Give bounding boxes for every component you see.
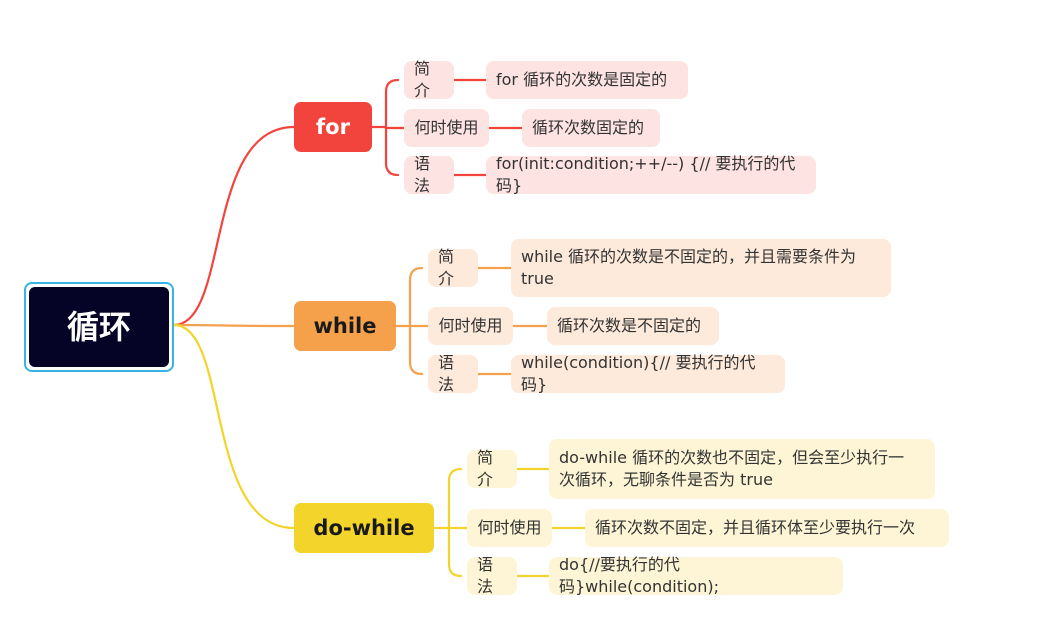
connector-root-for <box>172 125 296 327</box>
topic-detail-do-while-0[interactable]: do-while 循环的次数也不固定，但会至少执行一 次循环，无聊条件是否为 t… <box>549 439 935 499</box>
topic-label-do-while-2[interactable]: 语法 <box>467 555 517 596</box>
connector-root-do-while <box>172 323 296 530</box>
topic-detail-for-1[interactable]: 循环次数固定的 <box>522 109 660 147</box>
connector-spine-while <box>408 266 424 376</box>
topic-detail-while-0[interactable]: while 循环的次数是不固定的，并且需要条件为 true <box>511 239 891 297</box>
branch-node-while[interactable]: while <box>294 301 396 351</box>
topic-detail-do-while-2[interactable]: do{//要执行的代码}while(condition); <box>549 555 843 596</box>
topic-label-for-0[interactable]: 简介 <box>404 59 454 100</box>
root-title: 循环 <box>29 287 169 367</box>
topic-detail-while-1[interactable]: 循环次数是不固定的 <box>547 307 719 345</box>
topic-label-do-while-1[interactable]: 何时使用 <box>467 509 552 547</box>
connector-spine-do-while <box>447 467 463 578</box>
topic-label-for-1[interactable]: 何时使用 <box>404 109 489 147</box>
topic-label-while-0[interactable]: 简介 <box>428 247 478 288</box>
topic-label-while-1[interactable]: 何时使用 <box>428 307 513 345</box>
root-node[interactable]: 循环 <box>24 282 174 372</box>
connector-root-while <box>172 323 296 328</box>
topic-detail-do-while-1[interactable]: 循环次数不固定，并且循环体至少要执行一次 <box>585 509 949 547</box>
topic-detail-for-0[interactable]: for 循环的次数是固定的 <box>486 61 688 99</box>
topic-detail-for-2[interactable]: for(init:condition;++/--) {// 要执行的代码} <box>486 154 816 195</box>
topic-label-while-2[interactable]: 语法 <box>428 353 478 394</box>
topic-label-for-2[interactable]: 语法 <box>404 154 454 195</box>
branch-node-do-while[interactable]: do-while <box>294 503 434 553</box>
branch-node-for[interactable]: for <box>294 102 372 152</box>
topic-detail-while-2[interactable]: while(condition){// 要执行的代码} <box>511 353 785 394</box>
topic-label-do-while-0[interactable]: 简介 <box>467 448 517 489</box>
